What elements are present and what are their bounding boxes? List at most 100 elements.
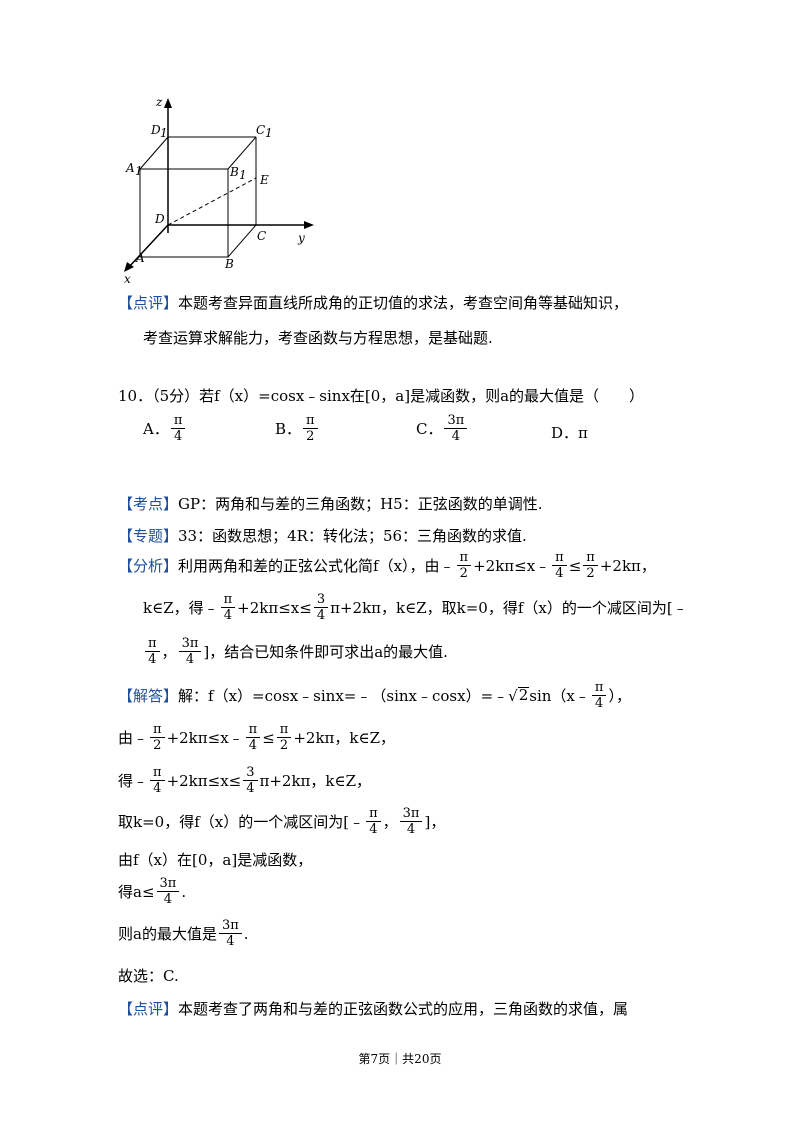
fenxi-l1a: 利用两角和差的正弦公式化简f（x），由﹣ [178,557,455,575]
frac-num: π [366,806,381,822]
front-face [139,168,229,258]
jieda-l7b: . [243,924,249,943]
option-d: D．π [551,424,588,442]
label-A1: A [125,161,135,175]
frac-num: 3π [156,876,180,892]
review2-tag: 【点评】 [118,1000,179,1018]
option-a-num: π [170,413,186,429]
fenxi-l1b: +2kπ≤x﹣ [473,557,551,575]
review1-tag: 【点评】 [118,294,179,312]
label-B1: B [229,165,239,179]
jieda-l2d: +2kπ，k∈Z， [293,729,396,747]
edge-C1B1 [227,136,257,170]
label-D1: D [150,123,161,137]
label-D1-sub: 1 [160,126,168,140]
kaodian-line: 【考点】GP：两角和与差的三角函数；H5：正弦函数的单调性. [118,493,543,514]
option-a-den: 4 [173,429,183,444]
label-C: C [257,229,266,243]
frac-num: π [583,550,598,566]
option-c-label: C． [416,420,443,438]
zhuanti-line: 【专题】33：函数思想；4R：转化法；56：三角函数的求值. [118,525,527,546]
option-b-label: B． [275,420,302,438]
frac-num: 3π [178,636,202,652]
jieda-l1c: ）， [608,687,631,705]
option-c-num: 3π [444,413,468,429]
frac-den: 4 [248,738,258,753]
label-A1-sub: 1 [135,164,143,178]
sqrt-radicand: 2 [517,685,530,704]
frac-den: 2 [279,738,289,753]
frac-den: 4 [555,566,564,581]
option-a-label: A． [143,420,169,438]
x-axis-arrow [124,262,134,272]
jieda-l2a: 由﹣ [118,729,149,747]
jieda-l3b: +2kπ≤x≤ [166,771,242,790]
label-B1-sub: 1 [239,168,247,182]
jieda-l6b: . [181,882,187,901]
frac-den: 4 [595,696,604,711]
fenxi-l2a: k∈Z，得﹣ [143,599,219,617]
frac-den: 4 [148,652,157,667]
jieda-l2b: +2kπ≤x﹣ [166,729,244,747]
label-x: x [124,272,131,285]
edge-BC [227,224,257,258]
frac-den: 2 [586,566,595,581]
sqrt-icon: √ [508,686,518,705]
label-C1: C [256,123,265,137]
label-C1-sub: 1 [265,126,273,140]
y-axis-arrow [304,221,314,229]
frac-den: 4 [223,608,233,623]
jieda-line5: 由f（x）在[0，a]是减函数， [118,851,313,869]
kaodian-text: GP：两角和与差的三角函数；H5：正弦函数的单调性. [178,495,543,513]
edge-D1A1 [139,136,169,170]
zhuanti-text: 33：函数思想；4R：转化法；56：三角函数的求值. [178,527,527,545]
frac-den: 4 [226,934,235,949]
frac-num: π [150,722,165,738]
fenxi-l2c: π+2kπ，k∈Z，取k=0，得f（x）的一个减区间为[﹣ [330,599,688,617]
frac-den: 2 [459,566,468,581]
frac-num: π [150,765,165,781]
jieda-line1: 【解答】 解：f（x）=cosx﹣sinx=﹣（sinx﹣cosx）=﹣ √2 … [118,680,631,711]
jieda-l4c: ]， [424,813,446,831]
label-D: D [154,212,165,226]
jieda-l3a: 得﹣ [118,772,149,790]
jieda-l2c: ≤ [262,728,275,747]
jieda-l1a: 解：f（x）=cosx﹣sinx=﹣（sinx﹣cosx）=﹣ [178,687,509,705]
fenxi-l1d: +2kπ， [599,557,656,575]
zhuanti-tag: 【专题】 [118,527,179,545]
frac-den: 4 [185,652,195,667]
label-B: B [224,257,234,271]
review1-text1: 本题考查异面直线所成角的正切值的求法，考查空间角等基础知识， [178,294,629,312]
label-A: A [135,251,145,265]
option-c-den: 4 [451,429,461,444]
frac-num: 3π [399,806,423,822]
label-z: z [155,95,163,109]
review1-line2: 考查运算求解能力，考查函数与方程思想，是基础题. [143,329,493,347]
frac-den: 4 [406,822,416,837]
